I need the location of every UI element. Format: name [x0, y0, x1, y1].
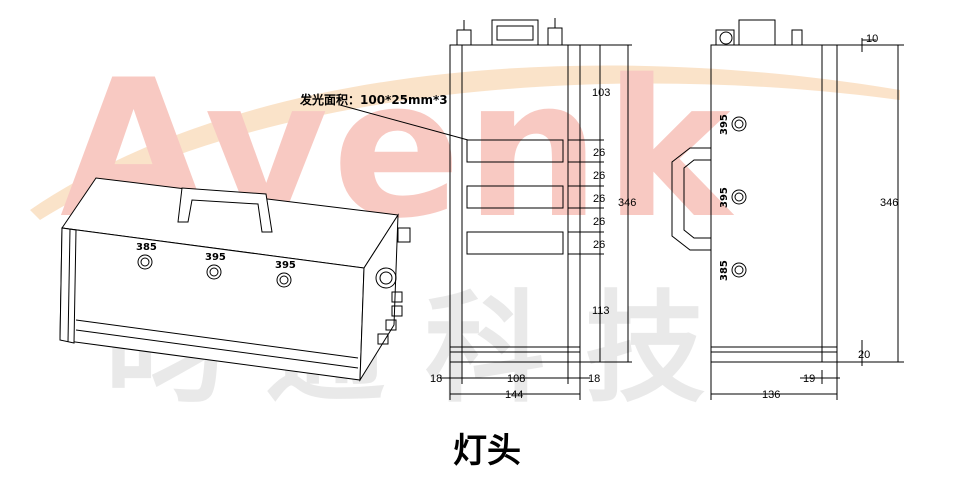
perspective-view — [59, 177, 411, 382]
front-window-3 — [466, 231, 564, 255]
side-dim-height: 346 — [880, 197, 898, 209]
side-knob-1 — [731, 116, 747, 132]
persp-label-2: 395 — [205, 252, 226, 263]
persp-knob-3 — [276, 272, 292, 288]
front-dim-inner-width: 108 — [507, 373, 525, 385]
persp-left-plate — [59, 227, 77, 344]
side-dim-top: 10 — [866, 33, 878, 45]
persp-right-face — [359, 213, 399, 382]
watermark-swoosh — [30, 65, 900, 220]
front-dim-bottom: 113 — [592, 305, 610, 317]
side-dim-foot: 19 — [803, 373, 815, 385]
caption: 灯头 — [453, 431, 521, 471]
front-dim-right-margin: 18 — [588, 373, 600, 385]
persp-label-1: 385 — [136, 242, 157, 253]
front-dim-gap3: 26 — [593, 193, 605, 205]
side-view — [671, 19, 904, 400]
side-top-connector — [738, 19, 776, 46]
front-dim-gap1: 26 — [593, 147, 605, 159]
side-label-3: 385 — [719, 260, 730, 281]
front-top-connector — [491, 19, 539, 46]
front-dim-top: 103 — [592, 87, 610, 99]
front-dim-gap2: 26 — [593, 170, 605, 182]
front-dim-height: 346 — [618, 197, 636, 209]
front-window-1 — [466, 139, 564, 163]
side-handle — [671, 147, 711, 251]
callout-text: 发光面积：100*25mm*3 — [299, 92, 448, 107]
persp-connector-main — [375, 267, 397, 289]
side-label-1: 395 — [719, 114, 730, 135]
side-dim-bottom: 20 — [858, 349, 870, 361]
front-dim-left-margin: 18 — [430, 373, 442, 385]
side-dim-depth: 136 — [762, 389, 780, 401]
callout-leader — [339, 104, 469, 141]
side-label-2: 395 — [719, 187, 730, 208]
persp-handle — [177, 187, 273, 233]
front-dim-gap5: 26 — [593, 239, 605, 251]
persp-knob-2 — [206, 264, 222, 280]
front-dim-width: 144 — [505, 389, 523, 401]
persp-knob-1 — [137, 254, 153, 270]
persp-label-3: 395 — [275, 260, 296, 271]
front-view — [339, 18, 632, 400]
side-labels: 395 395 385 — [719, 114, 730, 281]
front-window-2 — [466, 185, 564, 209]
side-knob-2 — [731, 189, 747, 205]
side-knob-3 — [731, 262, 747, 278]
front-dim-gap4: 26 — [593, 216, 605, 228]
